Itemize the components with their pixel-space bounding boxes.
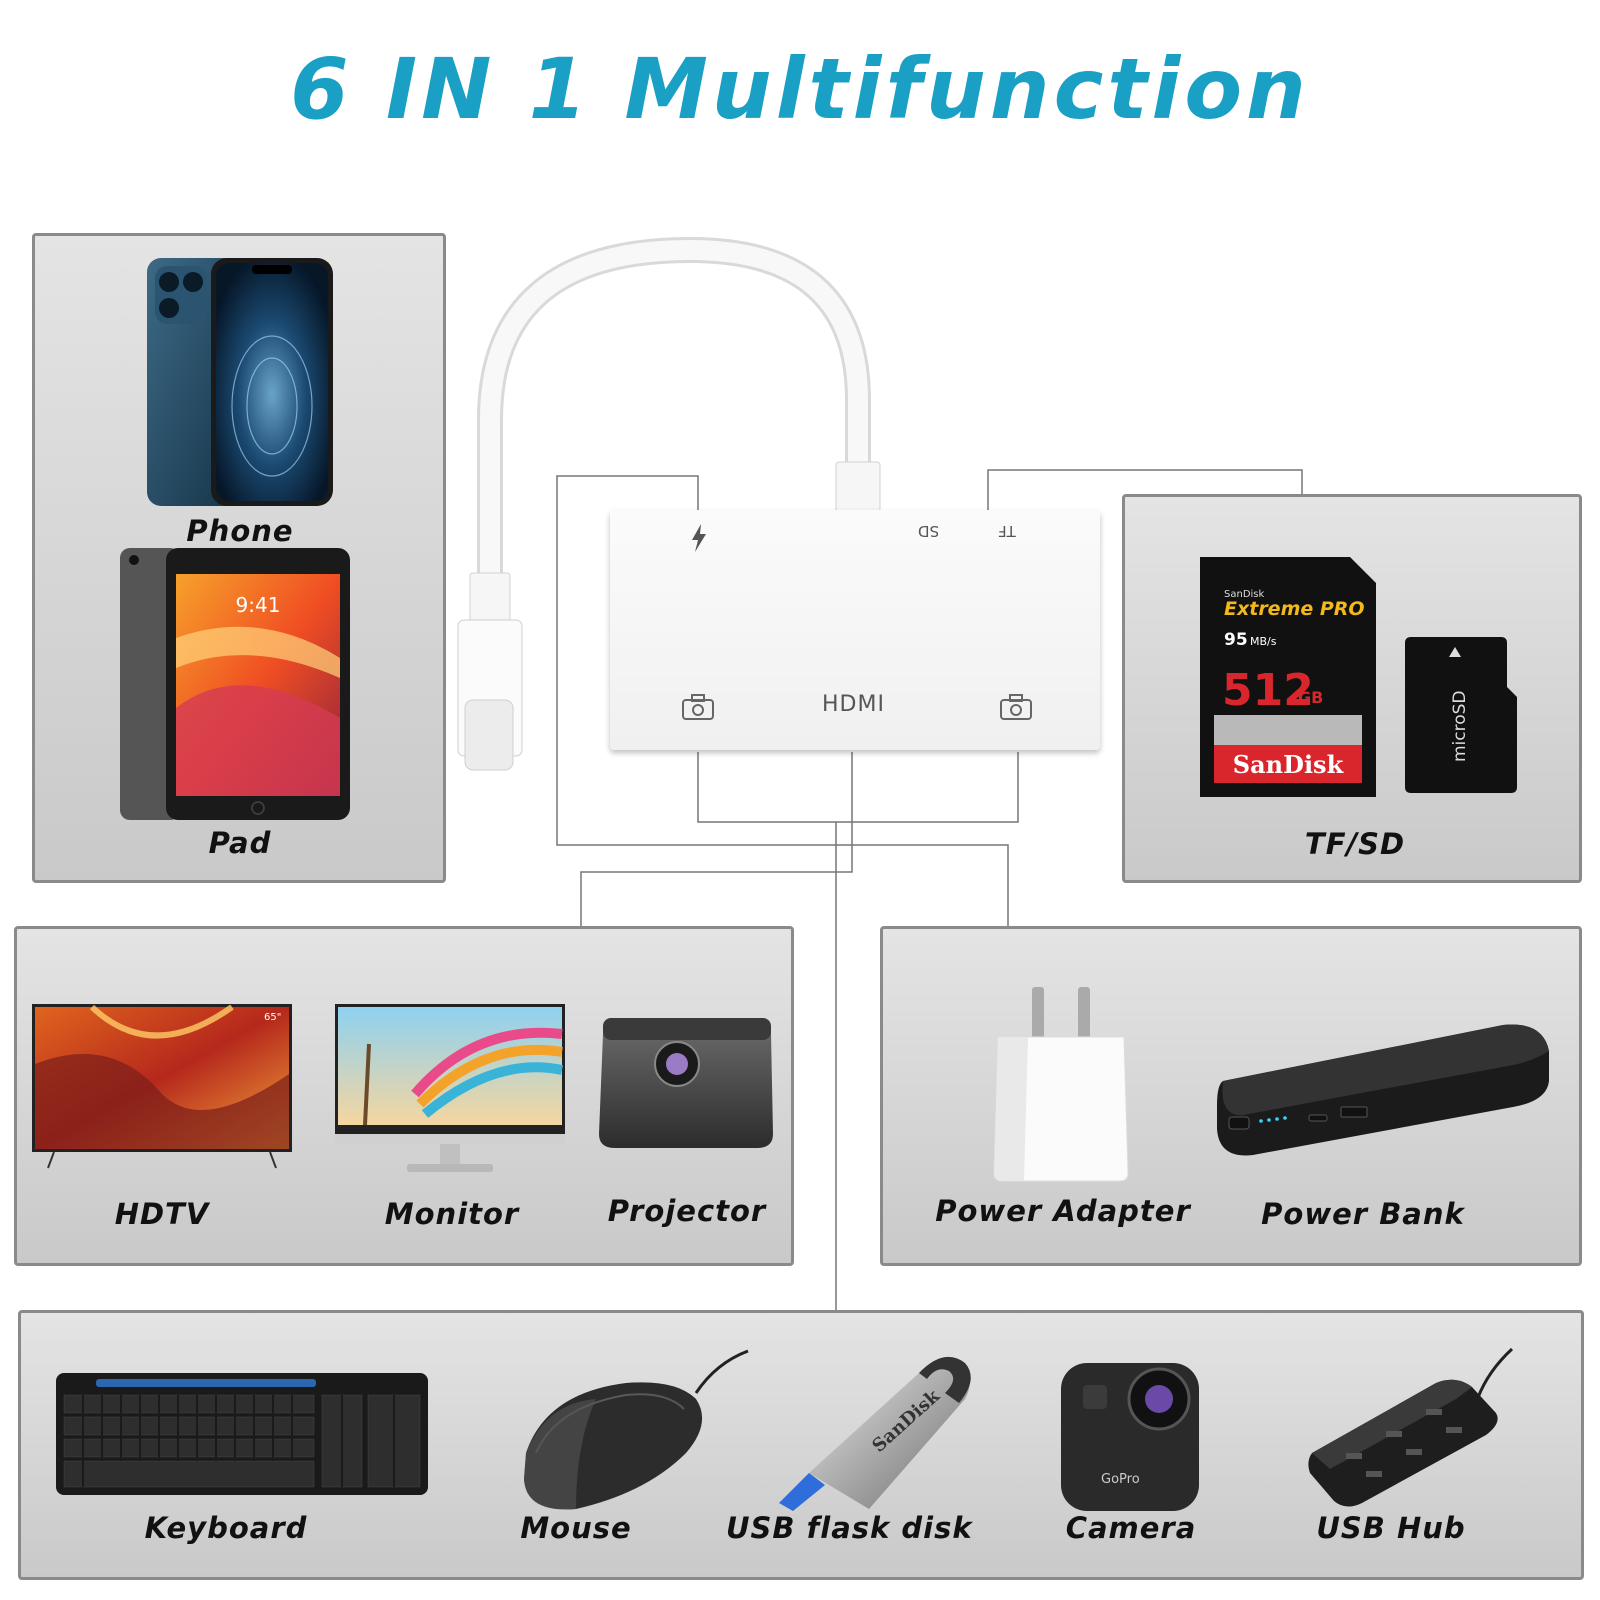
label-pad: Pad [208, 826, 272, 860]
sd-speed-unit: MB/s [1250, 635, 1277, 648]
sd-model: Extreme PRO [1224, 598, 1365, 620]
microsd-image: microSD [1405, 637, 1517, 793]
hdtv-image: 65" [32, 1004, 292, 1169]
panel-cards: SanDisk Extreme PRO 95 MB/s 512 GB SanDi… [1122, 494, 1582, 883]
label-monitor: Monitor [384, 1197, 520, 1231]
port-tf-label: TF [998, 522, 1016, 540]
power-bank-image [1217, 1024, 1549, 1156]
label-hdtv: HDTV [114, 1197, 210, 1231]
label-mouse: Mouse [520, 1511, 632, 1545]
adapter-hub: SD TF HDMI [610, 510, 1100, 750]
label-phone: Phone [186, 514, 294, 548]
sd-speed: 95 [1224, 630, 1248, 650]
power-adapter-image [993, 987, 1129, 1182]
usb-flash-image: SanDisk [779, 1356, 971, 1511]
camera-image: GoPro [1061, 1363, 1199, 1511]
pad-clock: 9:41 [236, 593, 281, 617]
label-keyboard: Keyboard [144, 1511, 308, 1545]
label-projector: Projector [607, 1194, 767, 1228]
microsd-text: microSD [1450, 690, 1470, 762]
label-usb-hub: USB Hub [1316, 1511, 1466, 1545]
sd-capacity: 512 [1222, 665, 1314, 716]
monitor-image [335, 1004, 565, 1172]
panel-display: 65" HDTV Monitor Projector [14, 926, 794, 1266]
port-sd-label: SD [918, 522, 940, 540]
camera-icon [682, 694, 714, 720]
panel-devices: Phone 9:41 Pad [32, 233, 446, 883]
label-camera: Camera [1065, 1511, 1197, 1545]
sd-brand: SanDisk [1233, 750, 1345, 779]
panel-usb: Keyboard Mouse SanDisk USB flask disk Go… [18, 1310, 1584, 1580]
sd-capacity-unit: GB [1298, 688, 1323, 707]
sd-card-image: SanDisk Extreme PRO 95 MB/s 512 GB SanDi… [1200, 557, 1376, 797]
sd-brand-small: SanDisk [1224, 589, 1265, 600]
usb-hub-image [1308, 1347, 1514, 1507]
label-usb-flask-disk: USB flask disk [726, 1511, 973, 1545]
lightning-icon [692, 524, 706, 552]
keyboard-image [56, 1373, 428, 1495]
tv-size-badge: 65" [264, 1012, 281, 1023]
pad-image: 9:41 [120, 548, 350, 820]
mouse-image [524, 1349, 749, 1510]
label-tf-sd: TF/SD [1304, 827, 1406, 861]
label-power-adapter: Power Adapter [935, 1194, 1191, 1228]
camera-icon [1000, 694, 1032, 720]
label-power-bank: Power Bank [1261, 1197, 1465, 1231]
port-hdmi-label: HDMI [822, 692, 885, 717]
panel-power: Power Adapter Power Bank [880, 926, 1582, 1266]
page-title: 6 IN 1 Multifunction [290, 40, 1310, 138]
phone-image [147, 258, 333, 506]
projector-image [599, 1018, 773, 1148]
camera-brand: GoPro [1101, 1472, 1140, 1487]
